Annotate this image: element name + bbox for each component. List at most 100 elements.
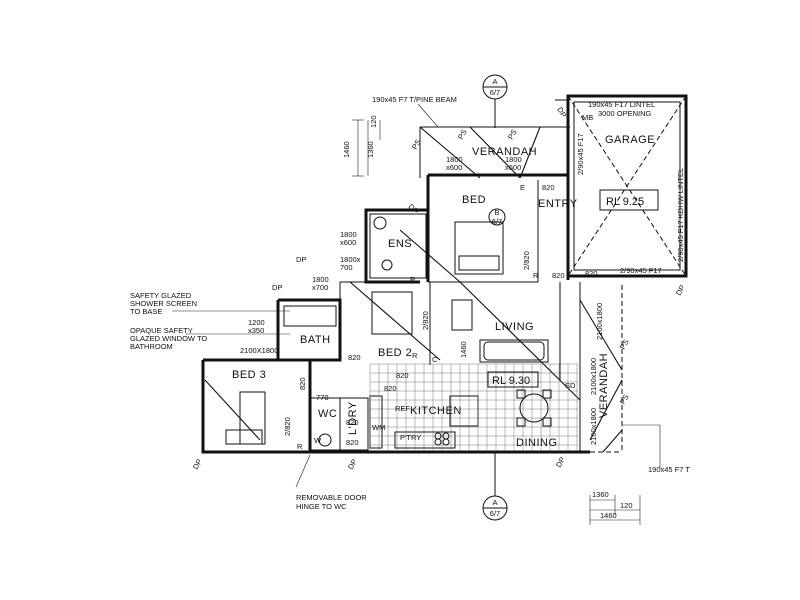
room-wc: WC xyxy=(318,408,337,420)
dim-120-bottom: 120 xyxy=(620,501,633,510)
label-w: W xyxy=(314,436,322,445)
dp-label: DP xyxy=(346,457,359,471)
r-label: R xyxy=(412,351,418,360)
dim-2100x1800-b: 2100x1800 xyxy=(589,358,598,395)
garage-structure xyxy=(555,94,688,278)
living-rl: RL 9.30 xyxy=(492,375,530,387)
door-2-820-bed2: 2/820 xyxy=(421,311,430,330)
room-bed-3: BED 3 xyxy=(232,369,266,381)
section-sheet-bottom: 6/7 xyxy=(490,509,500,518)
dp-label: DP xyxy=(674,283,687,297)
room-kitchen: KITCHEN xyxy=(410,405,462,417)
section-letter-top: A xyxy=(492,77,497,86)
room-living: LIVING xyxy=(495,321,534,333)
note-shower-1: SAFETY GLAZED xyxy=(130,291,192,300)
dp-label: DP xyxy=(296,255,306,264)
dim-1460-bottom: 1460 xyxy=(600,511,617,520)
room-bed: BED xyxy=(462,194,486,206)
ps-label: PS xyxy=(618,338,631,351)
dp-label: DP xyxy=(555,106,568,120)
door-2-820-bed3: 2/820 xyxy=(283,417,292,436)
section-sheet-top: 6/7 xyxy=(490,88,500,97)
furniture xyxy=(225,216,552,447)
ps-label: PS xyxy=(410,138,423,151)
dp-label: DP xyxy=(272,283,282,292)
top-verandah-structure xyxy=(419,126,570,179)
door-820-r: 820 xyxy=(552,271,565,280)
r-label: R xyxy=(297,442,303,451)
room-verandah-top: VERANDAH xyxy=(472,146,537,158)
door-770: 770 xyxy=(316,393,329,402)
dim-2100x1800-a: 2100x1800 xyxy=(595,303,604,340)
dim-1360-bottom: 1360 xyxy=(592,490,609,499)
door-820-ldry: 820 xyxy=(346,438,359,447)
note-f17-b: 2/90x45 F17 xyxy=(620,266,662,275)
dim-1360-top: 1360 xyxy=(366,141,375,158)
door-820-bed2: 820 xyxy=(396,371,409,380)
dp-label: DP xyxy=(191,457,204,471)
room-dining: DINING xyxy=(516,437,558,449)
note-pine-beam: 190x45 F7 T/PINE BEAM xyxy=(372,95,457,104)
floor-tiles xyxy=(369,363,578,450)
room-bath: BATH xyxy=(300,334,331,346)
window-2100x1800: 2100X1800 xyxy=(240,346,278,355)
room-verandah-right: VERANDAH xyxy=(598,353,610,418)
label-mb: MB xyxy=(582,113,593,122)
section-marker-bottom: A 6/7 xyxy=(482,452,508,521)
note-opaque-3: BATHROOM xyxy=(130,342,173,351)
door-820-garage: 820 xyxy=(585,269,598,278)
dim-120-top: 120 xyxy=(369,115,378,128)
note-garage-opening: 3000 OPENING xyxy=(598,109,652,118)
door-820-wc: 820 xyxy=(346,418,359,427)
note-shower-2: SHOWER SCREEN xyxy=(130,299,197,308)
label-pantry: P'TRY xyxy=(400,433,421,442)
ps-label: PS xyxy=(506,128,519,141)
label-ref: REF xyxy=(395,404,410,413)
marker-b-letter: B xyxy=(494,208,499,217)
dim-1460-top: 1460 xyxy=(342,141,351,158)
room-ens: ENS xyxy=(388,238,412,250)
door-820-bath: 820 xyxy=(348,353,361,362)
door-820-entry: 820 xyxy=(542,183,555,192)
house-walls xyxy=(201,175,623,454)
section-letter-bottom: A xyxy=(492,498,497,507)
note-garage-lintel: 190x45 F17 LINTEL xyxy=(588,100,655,109)
marker-b-sheet: 6/7 xyxy=(492,217,502,226)
note-opaque-1: OPAQUE SAFETY xyxy=(130,326,193,335)
door-2-820-bed: 2/820 xyxy=(522,251,531,270)
r-label: R xyxy=(410,275,416,284)
ps-label: PS xyxy=(456,128,469,141)
note-door-1: REMOVABLE DOOR xyxy=(296,493,367,502)
section-marker-b: B 6/7 xyxy=(488,208,506,226)
note-shower-3: TO BASE xyxy=(130,307,162,316)
dimension-lines xyxy=(172,103,661,525)
door-820-ldry2: 820 xyxy=(384,384,397,393)
ps-label: PS xyxy=(618,393,631,406)
room-laundry: L'DRY xyxy=(347,401,359,435)
room-garage: GARAGE xyxy=(605,134,655,146)
section-marker-top: A 6/7 xyxy=(482,74,508,128)
label-e: E xyxy=(520,183,525,192)
room-bed-2: BED 2 xyxy=(378,347,412,359)
dim-2100x1800-c: 2100x1800 xyxy=(589,408,598,445)
label-wm: WM xyxy=(372,423,385,432)
dp-label: DP xyxy=(554,455,567,469)
r-label: R xyxy=(533,271,539,280)
door-820-bed3: 820 xyxy=(298,377,307,390)
note-f17-a: 2/90x45 F17 xyxy=(576,133,585,175)
note-kdhw-lintel: 2/90x45 F17 KDHW LINTEL xyxy=(676,168,685,262)
garage-rl: RL 9.25 xyxy=(606,196,644,208)
dim-1460-c: 1460 xyxy=(459,341,468,358)
label-c: C xyxy=(432,355,438,364)
room-entry: ENTRY xyxy=(538,198,578,210)
note-opaque-2: GLAZED WINDOW TO xyxy=(130,334,207,343)
note-f7-bottom: 190x45 F7 T xyxy=(648,465,690,474)
label-sd: SD xyxy=(565,381,576,390)
note-door-2: HINGE TO WC xyxy=(296,502,347,511)
